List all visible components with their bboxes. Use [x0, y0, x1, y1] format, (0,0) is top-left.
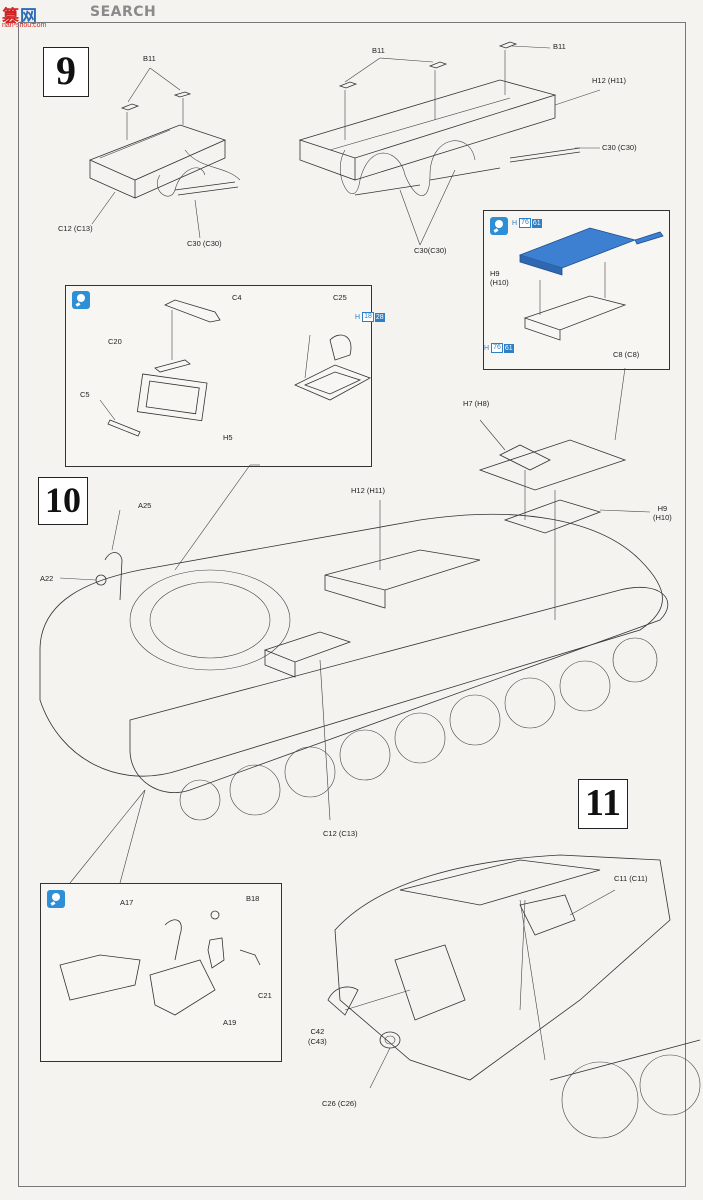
label-h9-h10-main: H9 (H10) [653, 504, 672, 522]
page-frame [18, 22, 686, 1187]
step-10-number: 10 [38, 477, 88, 525]
site-url: nan-shou.com [2, 22, 47, 29]
tank-hull-main [39, 419, 669, 821]
info-icon [490, 217, 508, 235]
label-h5: H5 [223, 433, 233, 442]
label-c20: C20 [108, 337, 122, 346]
label-c12-c13-top: C12 (C13) [58, 224, 93, 233]
label-c30-right: C30 (C30) [602, 143, 637, 152]
part-c12-box-left [88, 124, 241, 199]
label-b11-left: B11 [143, 54, 156, 63]
label-h12-h11-main: H12 (H11) [351, 486, 386, 495]
part-h9-engine-cover [518, 227, 664, 341]
info-icon [72, 291, 90, 309]
label-a22: A22 [40, 574, 54, 583]
label-a25: A25 [138, 501, 152, 510]
label-c4: C4 [232, 293, 242, 302]
label-c5: C5 [80, 390, 90, 399]
label-b11-right: B11 [372, 46, 385, 55]
site-name: SEARCH [90, 4, 157, 20]
tank-hull-rear-11 [327, 854, 701, 1139]
step-11-number: 11 [578, 779, 628, 829]
label-c30-bottom: C30(C30) [414, 246, 447, 255]
label-c8-c8: C8 (C8) [613, 350, 640, 359]
label-b18: B18 [246, 894, 260, 903]
label-c25: C25 [333, 293, 347, 302]
label-c12-c13-main: C12 (C13) [323, 829, 358, 838]
label-h12-h11-top: H12 (H11) [592, 76, 627, 85]
part-a17-a19-rear [59, 910, 261, 1016]
label-c26-c26: C26 (C26) [322, 1099, 357, 1108]
road-wheels-10 [179, 637, 658, 821]
label-h9-h10-inset: H9 (H10) [490, 269, 509, 287]
part-a25-a22 [59, 509, 123, 601]
label-h7-h8: H7 (H8) [463, 399, 490, 408]
part-b11-clips-right [338, 41, 551, 140]
part-c25-periscope [294, 334, 371, 401]
label-c21: C21 [258, 991, 272, 1000]
label-a17: A17 [120, 898, 134, 907]
info-icon [47, 890, 65, 908]
detail-inset-turret-parts [65, 285, 372, 467]
label-c11-c11: C11 (C11) [614, 874, 648, 883]
label-c42-c43: C42 (C43) [308, 1027, 327, 1046]
part-c20-hatch [99, 299, 221, 437]
detail-inset-rear-parts [40, 883, 282, 1062]
part-h12-box-top [298, 79, 581, 196]
part-b11-clips-left [120, 67, 192, 140]
label-c30-left: C30 (C30) [187, 239, 222, 248]
label-b11-far-right: B11 [553, 42, 566, 51]
label-a19: A19 [223, 1018, 237, 1027]
step-9-number: 9 [43, 47, 89, 97]
